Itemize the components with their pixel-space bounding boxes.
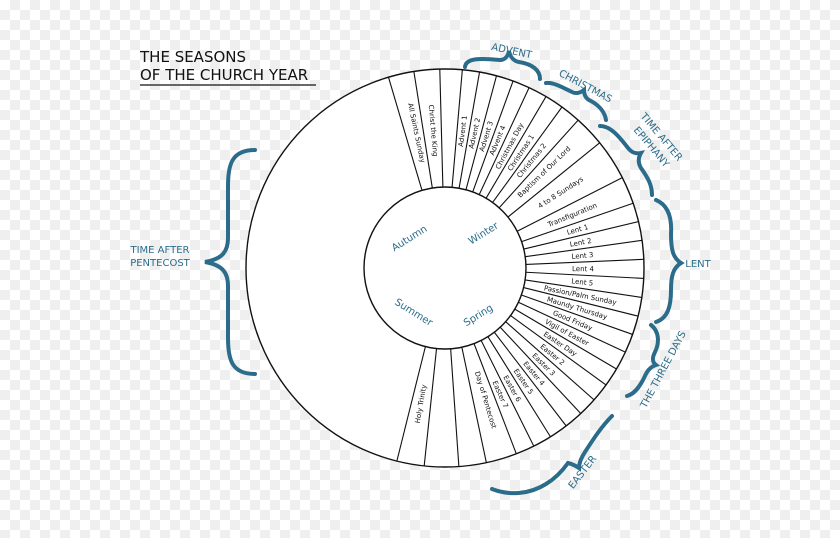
segment-divider (480, 340, 535, 447)
brace-pentecost (204, 148, 257, 376)
segment-label-lent-3: Lent 3 (571, 251, 594, 261)
segment-divider (516, 177, 623, 232)
group-three-days: THE THREE DAYS (638, 329, 688, 411)
title-line-1: THE SEASONS (139, 48, 246, 66)
segment-divider (473, 343, 517, 454)
segment-divider (465, 75, 498, 190)
segment-label-lent-2: Lent 2 (569, 237, 592, 249)
title-line-2: OF THE CHURCH YEAR (140, 66, 308, 84)
brace-lent (654, 198, 685, 324)
group-pentecost-line1: TIME AFTER (130, 245, 190, 256)
segment-label-lent-4: Lent 4 (572, 265, 595, 273)
brace-three-days (625, 323, 661, 398)
segment-divider (461, 347, 487, 463)
segment-divider (518, 301, 626, 353)
segment-divider (525, 239, 643, 258)
inner-circle (363, 186, 527, 350)
segment-divider (478, 87, 530, 195)
segment-divider (493, 331, 567, 427)
segment-divider (525, 279, 642, 298)
segment-divider (505, 321, 595, 401)
segment-divider (487, 336, 551, 438)
segment-divider (451, 69, 463, 188)
segment-divider (507, 142, 600, 218)
segment-divider (523, 287, 639, 317)
group-pentecost-line2: PENTECOST (130, 258, 190, 269)
brace-epiphany (598, 124, 654, 197)
segment-divider (521, 202, 634, 243)
segment-divider (396, 346, 426, 462)
segment-divider (439, 69, 444, 188)
segment-divider (413, 71, 433, 189)
segment-divider (423, 348, 438, 466)
brace-christmas (544, 80, 608, 122)
segment-divider (450, 348, 460, 467)
brace-advent (463, 50, 542, 81)
brace-easter (490, 414, 614, 496)
segment-divider (525, 271, 644, 279)
segment-divider (458, 71, 481, 189)
segment-divider (498, 119, 579, 209)
segment-divider (523, 221, 639, 250)
segment-divider (472, 80, 514, 193)
segment-divider (521, 294, 633, 335)
segment-divider (492, 106, 563, 203)
segment-divider (387, 77, 423, 191)
segment-divider (510, 315, 607, 386)
segment-label-lent-5: Lent 5 (571, 277, 594, 287)
segment-divider (485, 96, 547, 199)
segment-divider (525, 258, 644, 266)
group-lent: LENT (685, 259, 711, 270)
segment-dividers (387, 69, 644, 467)
segment-divider (514, 308, 617, 370)
segment-divider (499, 326, 582, 414)
